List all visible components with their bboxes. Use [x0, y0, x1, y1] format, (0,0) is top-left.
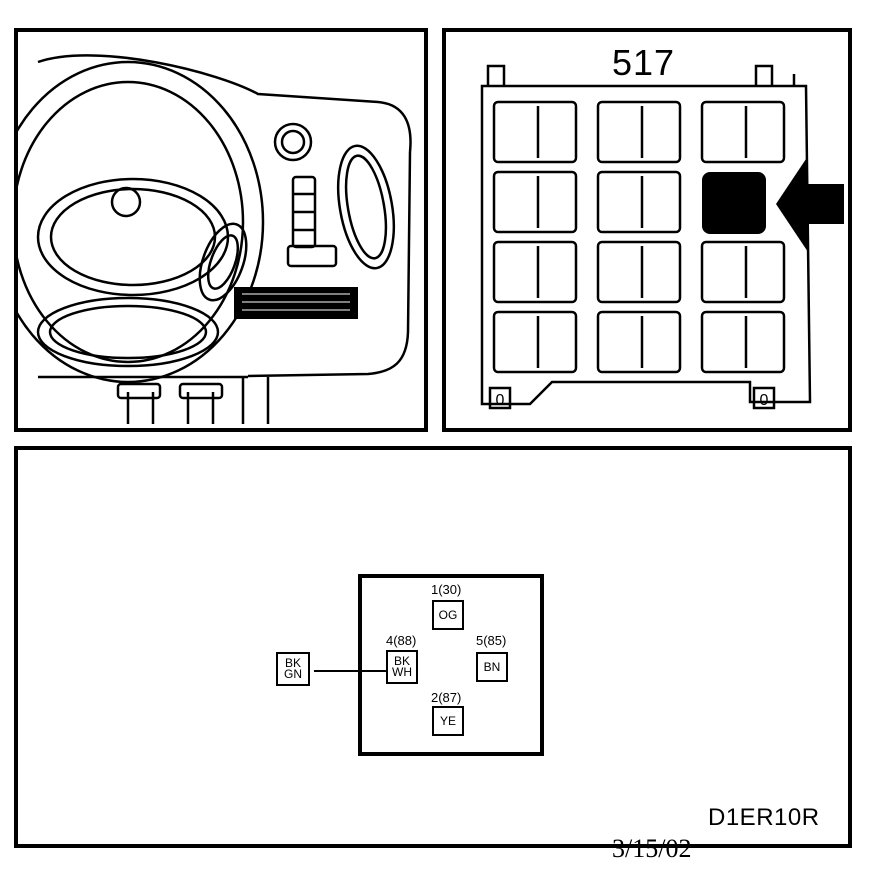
- relay-cavity: [596, 170, 682, 234]
- pin-5-color: BN: [483, 659, 501, 674]
- relay-cavity: [700, 240, 786, 304]
- pin-2-color: YE: [439, 713, 456, 728]
- external-wire-color-line-2: GN: [284, 667, 302, 681]
- pin-label-1: 1(30): [431, 582, 462, 597]
- diagram-date: 3/15/02: [612, 834, 692, 863]
- dashboard-illustration: [18, 54, 412, 424]
- relay-cavity: [492, 240, 578, 304]
- pin-5-box: BN: [476, 652, 508, 682]
- pin-2-box: YE: [432, 706, 464, 736]
- relay-cavity: [492, 310, 578, 374]
- external-wire-color-line-1: BK: [284, 656, 301, 670]
- pin-label-4: 4(88): [386, 633, 417, 648]
- relay-cavity: [596, 100, 682, 164]
- relay-cavity: [492, 170, 578, 234]
- relay-cavity: [700, 310, 786, 374]
- connector-pin-view: [14, 446, 852, 848]
- corner-mark-right: 0: [760, 392, 769, 409]
- relay-cavity: [596, 240, 682, 304]
- pin-4-box: BK WH: [386, 650, 418, 684]
- relay-pointer-arrow: [776, 156, 844, 252]
- relay-cavity: [492, 100, 578, 164]
- relay-cavity: [700, 100, 786, 164]
- corner-mark-left: 0: [496, 392, 505, 409]
- pin-4-color-line-2: WH: [392, 665, 412, 679]
- pin-1-box: OG: [432, 600, 464, 630]
- external-wire-box: BK GN: [276, 652, 310, 686]
- dashboard-location-view: [14, 28, 428, 432]
- fuse-block-location-marker: [234, 287, 358, 319]
- relay-block-view: 0 0: [442, 28, 852, 432]
- relay-block-number: 517: [612, 42, 676, 83]
- relay-cavity: [596, 310, 682, 374]
- highlighted-relay: [702, 172, 766, 234]
- pin-1-color: OG: [438, 607, 458, 622]
- pin-label-5: 5(85): [476, 633, 507, 648]
- relay-block-illustration: 0 0: [480, 64, 844, 410]
- diagram-code: D1ER10R: [708, 804, 820, 831]
- pin-label-2: 2(87): [431, 690, 462, 705]
- connector-outline: [358, 574, 544, 756]
- connector-illustration: [314, 574, 544, 756]
- pin-4-color-line-1: BK: [393, 654, 410, 668]
